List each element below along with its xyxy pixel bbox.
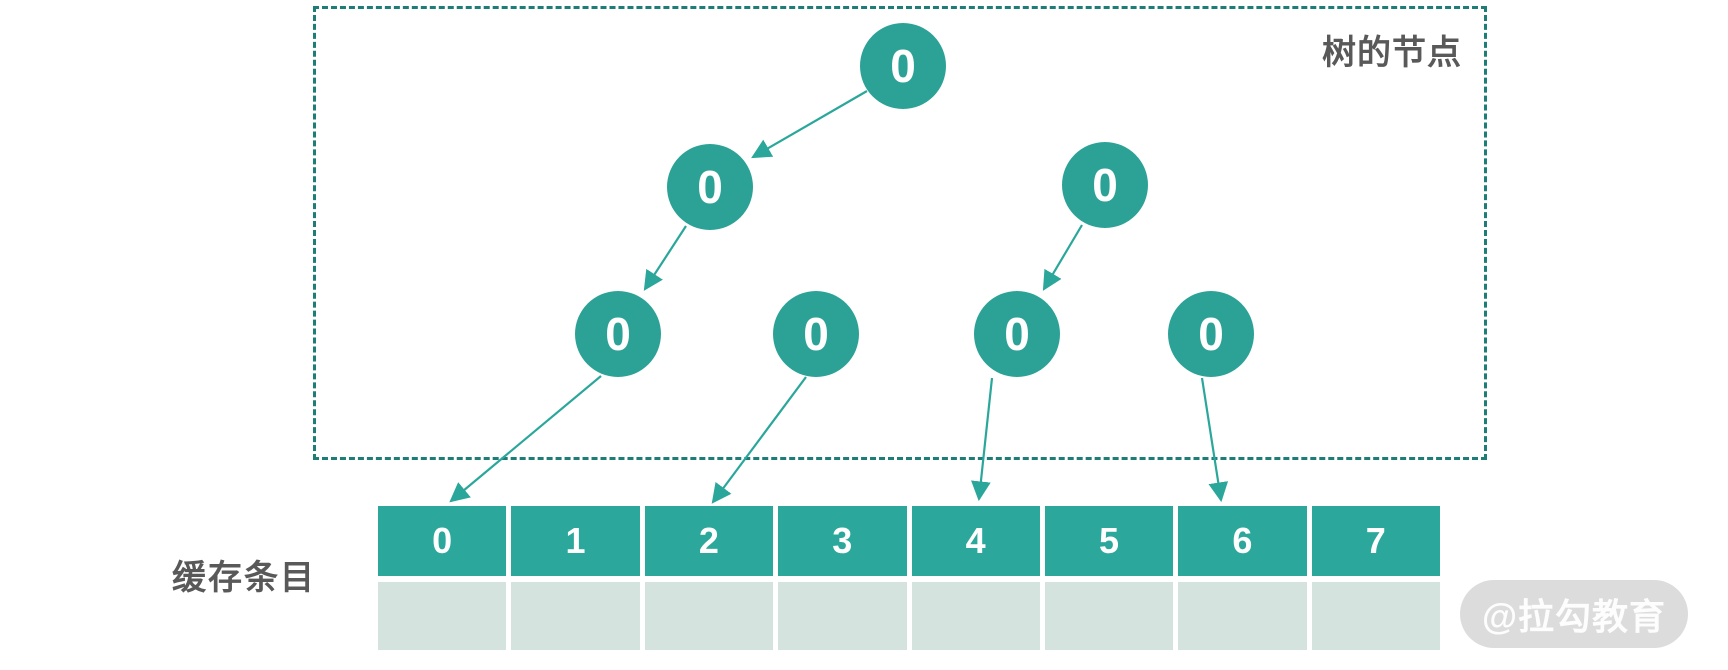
- cache-cell-empty-3: [778, 582, 907, 650]
- cache-cell-header-3: 3: [778, 506, 907, 576]
- cache-cell-header-0: 0: [378, 506, 507, 576]
- tree-node-l3d: 0: [1168, 291, 1254, 377]
- cache-cell-empty-6: [1178, 582, 1307, 650]
- cache-cell-header-7: 7: [1311, 506, 1440, 576]
- cache-cell-header-4: 4: [911, 506, 1040, 576]
- cache-cell-header-6: 6: [1178, 506, 1307, 576]
- tree-node-l3a: 0: [575, 291, 661, 377]
- cache-cell-empty-1: [511, 582, 640, 650]
- tree-node-root: 0: [860, 23, 946, 109]
- cache-cell-empty-0: [378, 582, 507, 650]
- tree-node-l2b: 0: [1062, 142, 1148, 228]
- cache-label: 缓存条目: [172, 559, 316, 597]
- cache-cell-empty-5: [1044, 582, 1174, 650]
- cache-cell-empty-4: [911, 582, 1040, 650]
- cache-cell-header-2: 2: [644, 506, 774, 576]
- tree-node-l2a: 0: [667, 144, 753, 230]
- cache-cell-header-1: 1: [511, 506, 640, 576]
- tree-node-l3b: 0: [773, 291, 859, 377]
- cache-cell-header-5: 5: [1044, 506, 1174, 576]
- cache-value-row: [378, 582, 1440, 650]
- watermark-badge: @拉勾教育: [1460, 580, 1688, 648]
- cache-cell-empty-7: [1311, 582, 1440, 650]
- tree-region-box: 树的节点: [313, 6, 1487, 460]
- cache-cell-empty-2: [644, 582, 774, 650]
- tree-node-l3c: 0: [974, 291, 1060, 377]
- tree-region-label: 树的节点: [1322, 34, 1462, 72]
- watermark-text: @拉勾教育: [1481, 596, 1667, 637]
